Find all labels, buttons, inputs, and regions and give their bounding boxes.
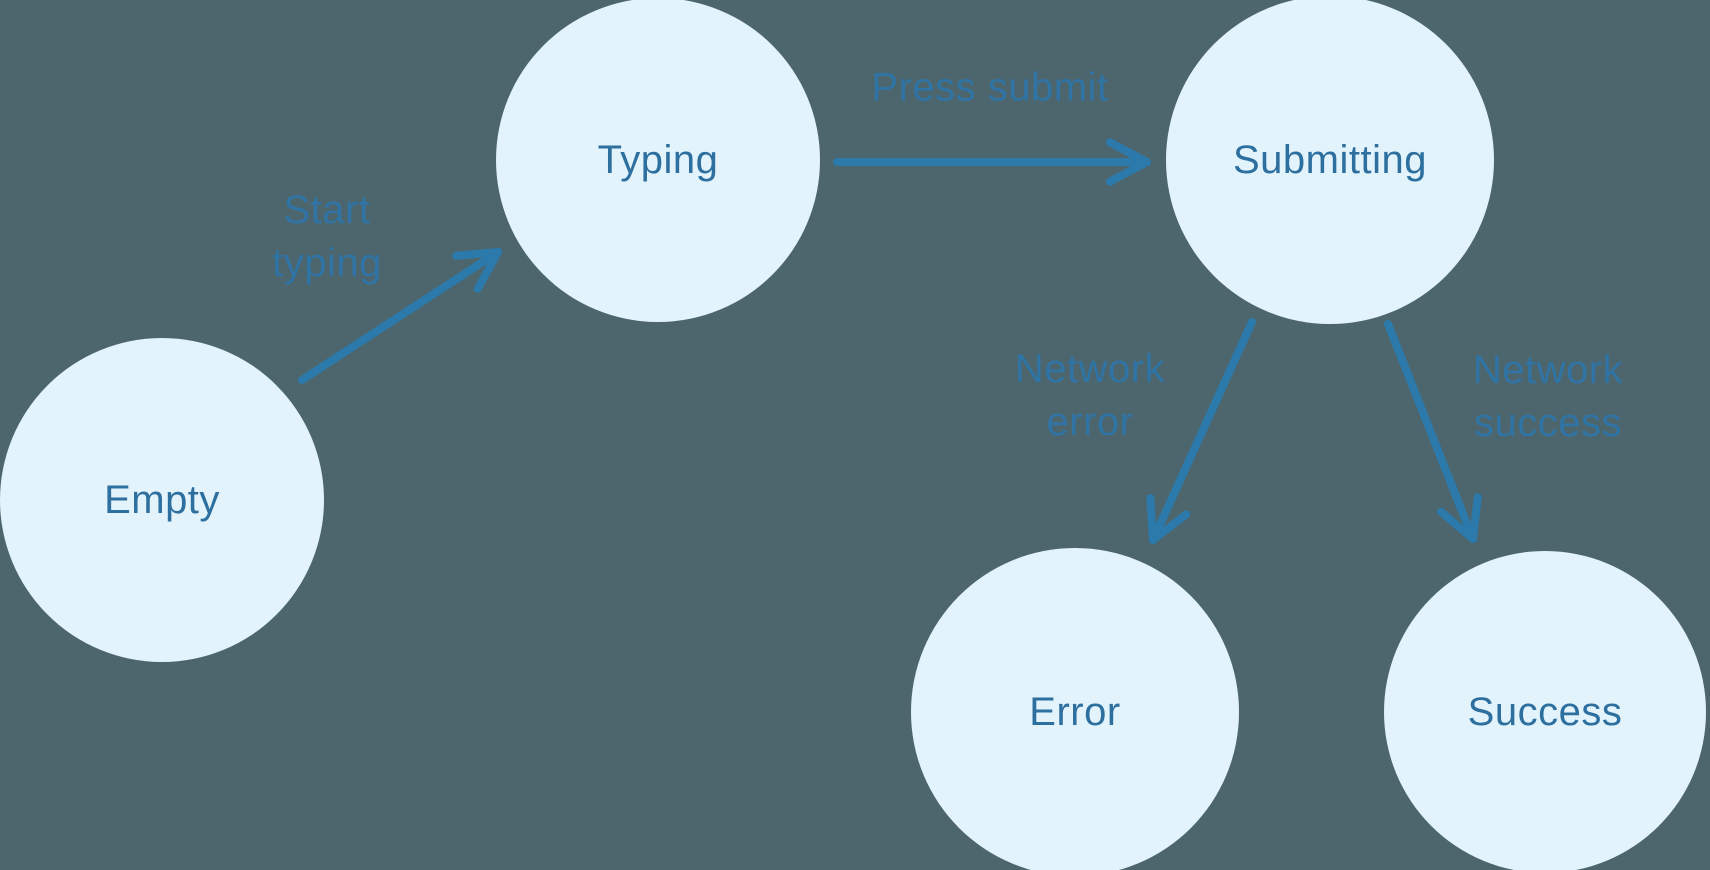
edge-press-submit bbox=[833, 138, 1151, 186]
edge-label-line: error bbox=[1046, 400, 1134, 444]
edge-network-error-arrowhead-icon bbox=[1146, 494, 1157, 544]
state-node-label-typing: Typing bbox=[597, 137, 719, 182]
edge-label-line: Press submit bbox=[871, 65, 1109, 110]
edge-label-line: typing bbox=[272, 241, 382, 285]
edge-network-success-shaft bbox=[1384, 320, 1477, 543]
state-node-submitting: Submitting bbox=[1166, 0, 1494, 324]
state-node-typing: Typing bbox=[496, 0, 820, 322]
edge-label-line: Network bbox=[1472, 348, 1624, 392]
edge-press-submit-arrowhead-icon bbox=[1105, 138, 1151, 166]
edge-label-network-success: Network success bbox=[1473, 344, 1623, 450]
edge-label-press-submit: Press submit bbox=[871, 62, 1108, 115]
edge-label-network-error: Network error bbox=[1015, 343, 1165, 449]
state-node-error: Error bbox=[911, 548, 1239, 870]
edge-network-success bbox=[1384, 320, 1482, 543]
edge-start-typing-arrowhead-icon bbox=[473, 248, 502, 293]
edge-network-error-shaft bbox=[1149, 318, 1256, 544]
edge-network-error-arrowhead-icon bbox=[1149, 510, 1191, 544]
edge-press-submit-arrowhead-icon bbox=[1105, 158, 1151, 186]
state-node-label-empty: Empty bbox=[104, 477, 220, 522]
state-node-label-submitting: Submitting bbox=[1233, 137, 1427, 182]
edge-network-error bbox=[1146, 318, 1256, 544]
state-node-label-success: Success bbox=[1467, 689, 1623, 734]
edge-label-start-typing: Start typing bbox=[272, 184, 382, 290]
edge-label-line: Start bbox=[283, 188, 371, 232]
state-node-success: Success bbox=[1384, 551, 1706, 870]
state-node-empty: Empty bbox=[0, 338, 324, 662]
edge-network-success-arrowhead-icon bbox=[1437, 507, 1477, 543]
edge-network-success-arrowhead-icon bbox=[1469, 493, 1482, 543]
edge-start-typing-arrowhead-icon bbox=[452, 248, 502, 260]
edge-label-line: Network bbox=[1014, 347, 1166, 391]
edge-label-line: success bbox=[1473, 401, 1622, 445]
state-node-label-error: Error bbox=[1029, 689, 1121, 734]
